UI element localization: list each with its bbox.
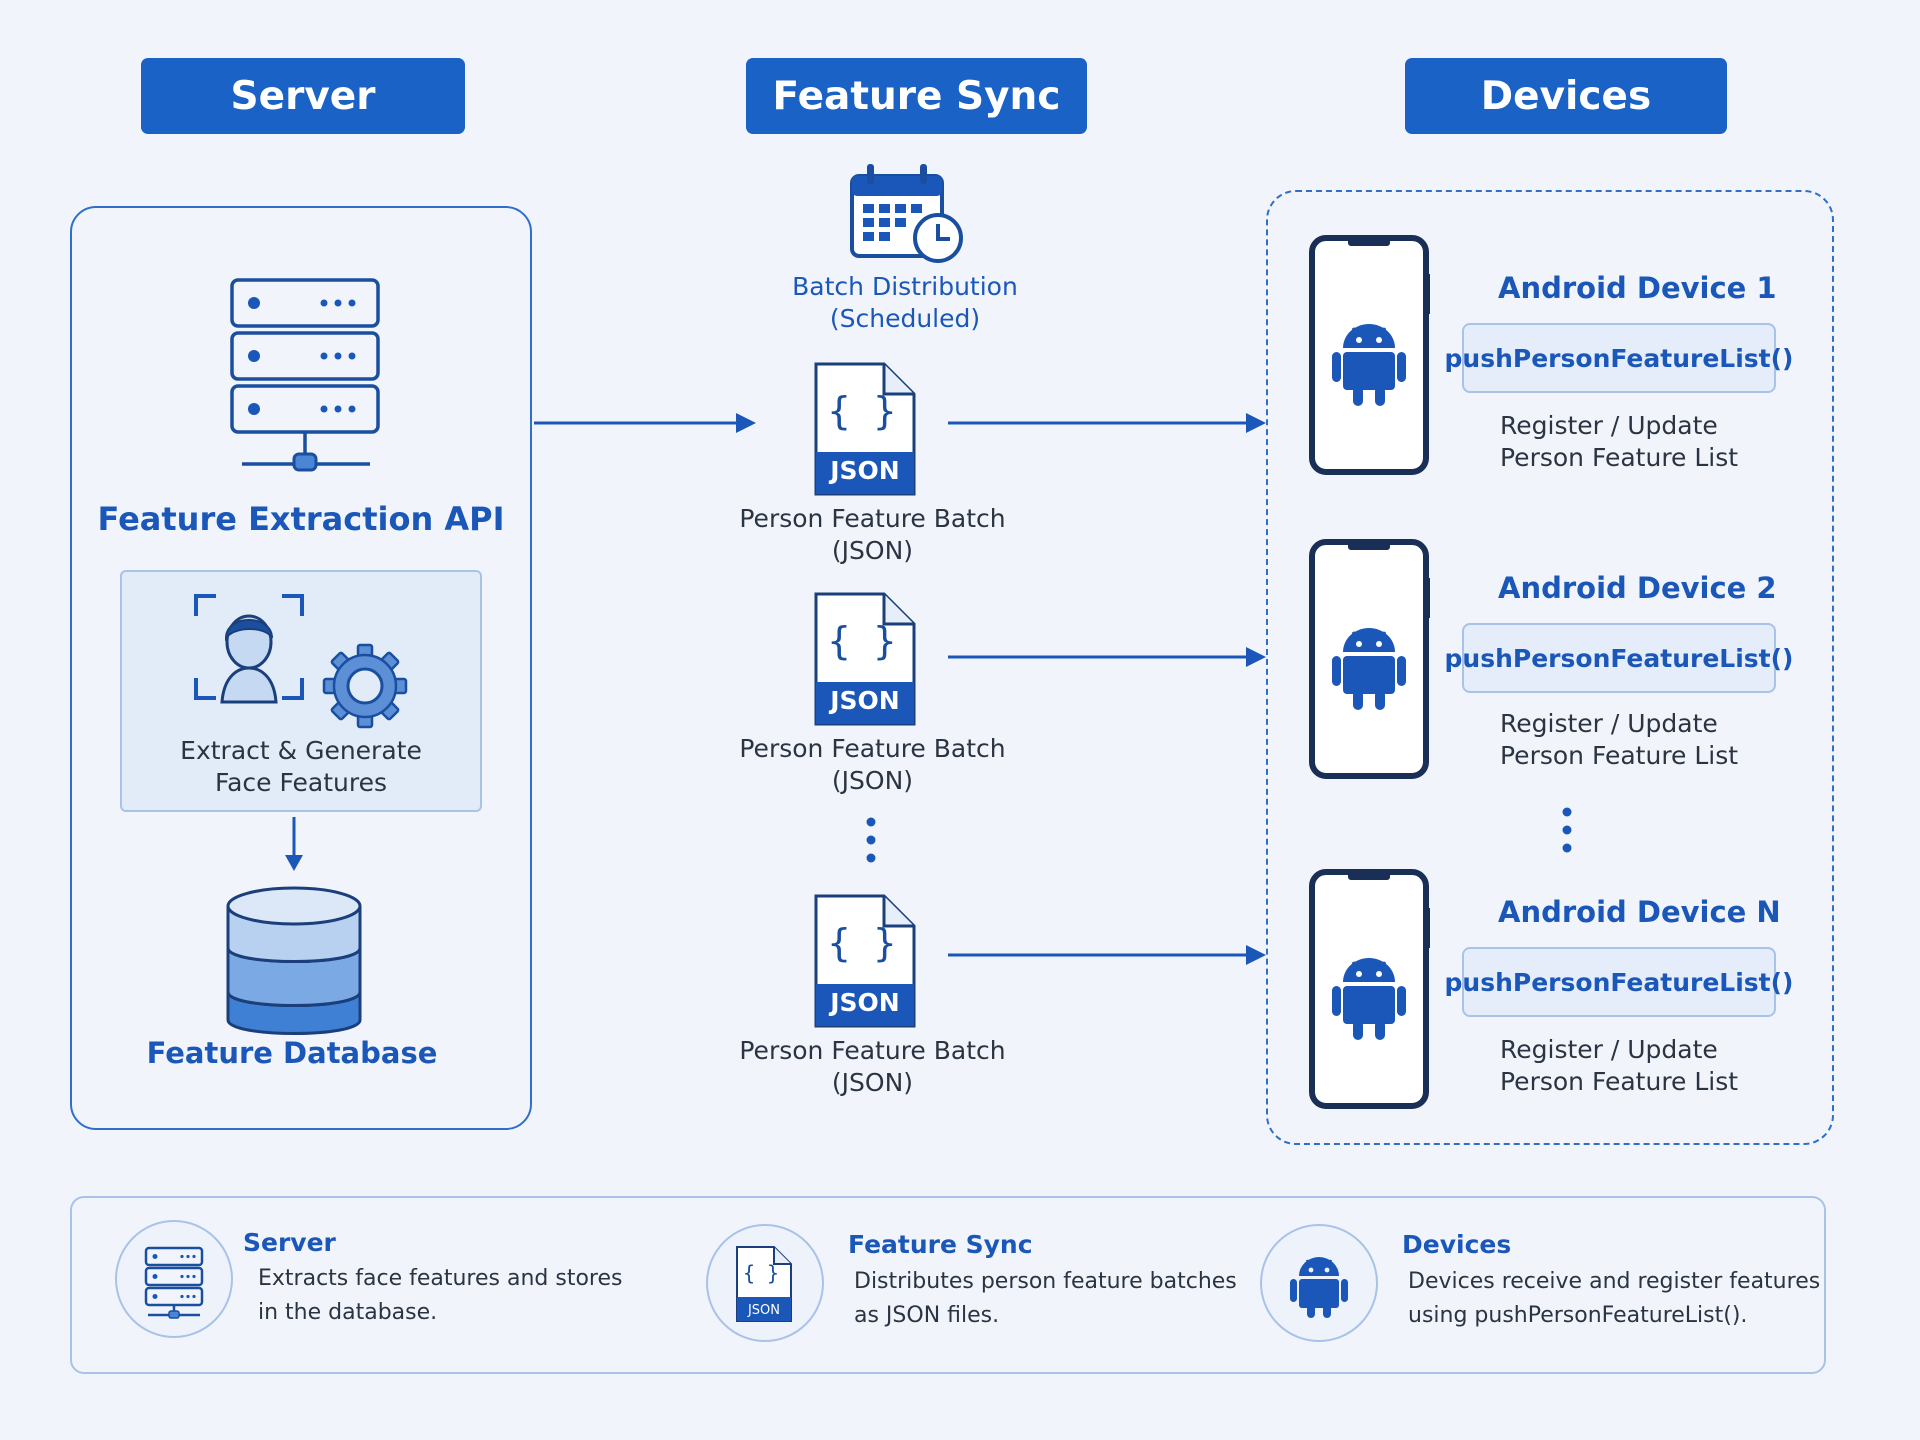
batch-label-2b: (JSON)	[831, 766, 914, 795]
device-2-func-box: pushPersonFeatureList()	[1445, 623, 1793, 693]
calendar-clock-icon	[850, 164, 963, 263]
device-n-desc-2: Person Feature List	[1500, 1067, 1739, 1096]
legend-sync-title: Feature Sync	[848, 1230, 1033, 1259]
svg-text:JSON: JSON	[747, 1303, 780, 1318]
extract-label-line-2: Face Features	[215, 768, 387, 797]
svg-text:{ }: { }	[743, 1261, 779, 1285]
feature-extraction-api-label: Feature Extraction API	[97, 500, 505, 538]
device-2-desc-2: Person Feature List	[1500, 741, 1739, 770]
server-rack-icon	[230, 278, 380, 472]
device-1-desc-2: Person Feature List	[1500, 443, 1739, 472]
json-file-icon: { }	[814, 894, 916, 1028]
down-arrow	[285, 817, 303, 871]
server-rack-icon	[144, 1246, 204, 1319]
batch-label-3b: (JSON)	[831, 1068, 914, 1097]
device-n-desc-1: Register / Update	[1500, 1035, 1718, 1064]
server-to-sync-arrow	[534, 413, 756, 433]
sync-to-device-arrow-1	[948, 413, 1266, 433]
json-badge: JSON	[830, 686, 900, 715]
feature-database-label: Feature Database	[146, 1036, 438, 1070]
device-1-desc-1: Register / Update	[1500, 411, 1718, 440]
batch-scheduled-label: (Scheduled)	[829, 304, 981, 333]
legend-devices-desc-2: using pushPersonFeatureList().	[1408, 1303, 1748, 1328]
legend-sync-desc-1: Distributes person feature batches	[854, 1269, 1237, 1294]
batch-label-2a: Person Feature Batch	[739, 734, 1006, 763]
device-n-func-box: pushPersonFeatureList()	[1445, 947, 1793, 1017]
ellipsis-vertical	[1562, 807, 1572, 853]
face-scan-icon	[194, 594, 304, 704]
device-1-func-box: pushPersonFeatureList()	[1445, 323, 1793, 393]
legend-server-desc-2: in the database.	[258, 1300, 438, 1325]
svg-text:{ }: { }	[828, 921, 897, 965]
device-2-name: Android Device 2	[1498, 571, 1777, 605]
json-badge: JSON	[830, 988, 900, 1017]
batch-label-1b: (JSON)	[831, 536, 914, 565]
ellipsis-vertical	[866, 817, 876, 863]
svg-text:{ }: { }	[828, 389, 897, 433]
sync-to-device-arrow-2	[948, 647, 1266, 667]
json-file-icon: { }	[814, 362, 916, 496]
device-n-name: Android Device N	[1498, 895, 1781, 929]
extract-label-line-1: Extract & Generate	[180, 736, 422, 765]
header-server: Server	[141, 58, 465, 134]
android-phone-icon	[1309, 235, 1430, 475]
legend-devices-title: Devices	[1402, 1230, 1512, 1259]
legend-devices-desc-1: Devices receive and register features	[1408, 1269, 1821, 1294]
server-panel	[70, 206, 532, 1130]
json-file-icon: { } JSON	[736, 1246, 792, 1322]
android-phone-icon	[1309, 869, 1430, 1109]
batch-label-3a: Person Feature Batch	[739, 1036, 1006, 1065]
devices-panel	[1266, 190, 1834, 1145]
sync-to-device-arrow-n	[948, 945, 1266, 965]
device-2-desc-1: Register / Update	[1500, 709, 1718, 738]
json-file-icon: { }	[814, 592, 916, 726]
database-icon	[226, 886, 362, 1035]
batch-label-1a: Person Feature Batch	[739, 504, 1006, 533]
header-devices: Devices	[1405, 58, 1727, 134]
legend-server-desc-1: Extracts face features and stores	[258, 1266, 623, 1291]
android-phone-icon	[1309, 539, 1430, 779]
svg-text:{ }: { }	[828, 619, 897, 663]
batch-distribution-label: Batch Distribution	[792, 272, 1018, 301]
device-1-name: Android Device 1	[1498, 271, 1777, 305]
legend-server-title: Server	[243, 1228, 336, 1257]
legend-sync-desc-2: as JSON files.	[854, 1303, 1000, 1328]
android-icon	[1290, 1257, 1348, 1318]
header-feature-sync: Feature Sync	[746, 58, 1087, 134]
json-badge: JSON	[830, 456, 900, 485]
gear-icon	[322, 643, 408, 729]
legend-panel	[70, 1196, 1826, 1374]
